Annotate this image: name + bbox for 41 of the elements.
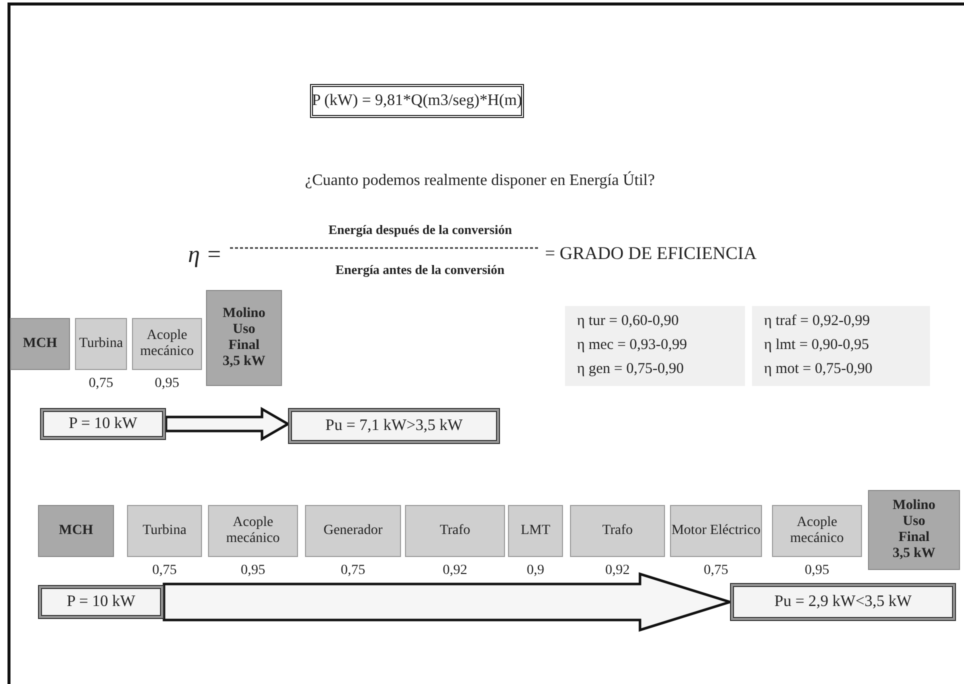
efficiency-range: η traf = 0,92-0,99 xyxy=(764,313,870,331)
block-arrow xyxy=(164,406,290,442)
efficiency-value: 0,92 xyxy=(442,563,468,579)
efficiency-value: 0,9 xyxy=(526,563,546,579)
end-use-box: Molino Uso Final 3,5 kW xyxy=(868,490,960,570)
source-box: MCH xyxy=(38,505,114,557)
stage-box: Trafo xyxy=(405,505,505,557)
efficiency-symbol: η = xyxy=(188,242,222,269)
stage-box: Trafo xyxy=(570,505,665,557)
power-box: Pu = 7,1 kW>3,5 kW xyxy=(288,408,500,444)
stage-box: Turbina xyxy=(127,505,202,557)
efficiency-range: η mot = 0,75-0,90 xyxy=(764,361,872,379)
stage-box: Acople mecánico xyxy=(208,505,298,557)
fraction-text: Energía después de la conversión xyxy=(328,222,512,238)
formula-box: P (kW) = 9,81*Q(m3/seg)*H(m) xyxy=(310,84,524,118)
stage-box: LMT xyxy=(508,505,563,557)
efficiency-value: 0,75 xyxy=(88,376,114,392)
power-box: Pu = 2,9 kW<3,5 kW xyxy=(730,583,956,621)
efficiency-value: 0,75 xyxy=(151,563,178,579)
stage-box: Motor Eléctrico xyxy=(670,505,762,557)
efficiency-value: 0,75 xyxy=(702,563,730,579)
stage-box: Acople mecánico xyxy=(132,318,202,370)
efficiency-value: 0,95 xyxy=(804,563,830,579)
power-box: P = 10 kW xyxy=(40,408,166,440)
efficiency-range: η gen = 0,75-0,90 xyxy=(577,361,684,379)
efficiency-range: η lmt = 0,90-0,95 xyxy=(764,337,870,355)
stage-box: Generador xyxy=(305,505,401,557)
equation-text: = GRADO DE EFICIENCIA xyxy=(545,243,757,264)
efficiency-value: 0,92 xyxy=(604,563,631,579)
efficiency-value: 0,95 xyxy=(154,376,180,392)
efficiency-range: η tur = 0,60-0,90 xyxy=(577,313,679,331)
power-box: P = 10 kW xyxy=(38,585,164,619)
fraction-text: Energía antes de la conversión xyxy=(336,262,504,278)
end-use-box: Molino Uso Final 3,5 kW xyxy=(206,290,282,386)
efficiency-value: 0,75 xyxy=(340,563,366,579)
efficiency-value: 0,95 xyxy=(240,563,266,579)
stage-box: Acople mecánico xyxy=(772,505,862,557)
efficiency-range: η mec = 0,93-0,99 xyxy=(577,337,688,355)
question-text: ¿Cuanto podemos realmente disponer en Energía Útil? xyxy=(305,172,655,190)
stage-box: Turbina xyxy=(75,318,127,370)
source-box: MCH xyxy=(10,318,70,370)
